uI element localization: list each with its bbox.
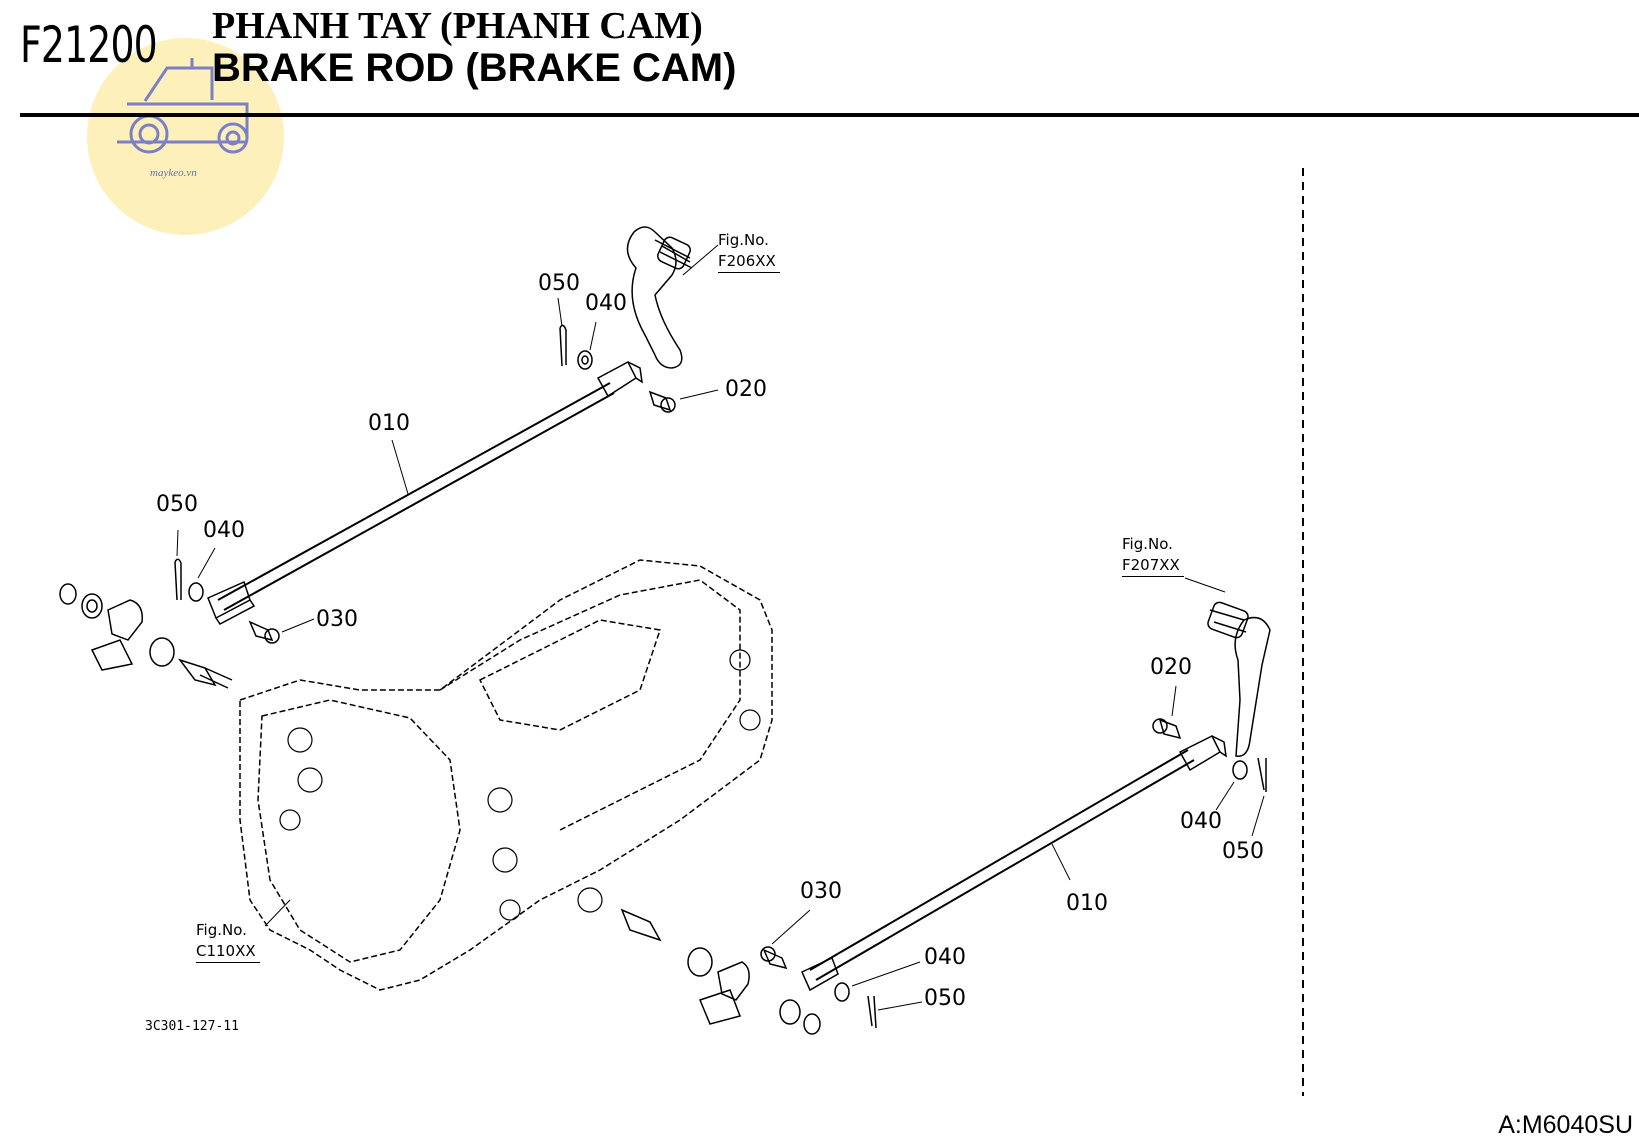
header-rule [20,113,1639,117]
model-code: A:M6040SU [1498,1111,1633,1139]
callout-top-020: 020 [725,377,767,402]
clevis-top [596,360,637,398]
figure-code: F21200 [20,16,158,74]
callout-bottom-050: 050 [924,986,966,1011]
washer-top-040 [577,350,593,370]
cotter-pin-left-050 [174,558,182,601]
pin-top-020 [648,390,672,412]
callout-top-010: 010 [368,411,410,436]
washer-left-040 [188,582,204,602]
callout-left-030: 030 [316,607,358,632]
brake-rod-right [809,749,1195,981]
pin-bottom-030 [762,948,788,970]
callout-right-010: 010 [1066,891,1108,916]
figure-ref-c110: Fig.No. C110XX [196,920,260,963]
brake-lever-top [626,226,683,369]
transmission-case [239,559,773,991]
title-english: BRAKE ROD (BRAKE CAM) [212,46,737,90]
pin-right-020 [1158,718,1182,740]
title-vietnamese: PHANH TAY (PHANH CAM) [212,5,703,47]
figure-ref-f207: Fig.No. F207XX [1122,534,1184,577]
callout-top-040: 040 [585,291,627,316]
cotter-pin-top-050 [559,324,567,367]
cotter-pin-bottom-050 [867,995,877,1029]
callout-top-050: 050 [538,271,580,296]
washer-bottom-040 [834,982,850,1002]
callout-left-050: 050 [156,492,198,517]
figure-ref-f206: Fig.No. F206XX [718,230,780,273]
washer-right-040 [1232,760,1248,780]
tractor-icon [117,58,249,154]
watermark-logo [87,38,284,235]
clevis-bottom [801,956,839,992]
callout-right-050: 050 [1222,839,1264,864]
callout-bottom-030: 030 [800,879,842,904]
watermark-text: maykeo.vn [150,167,197,179]
callout-right-040: 040 [1180,809,1222,834]
brake-lever-right [1234,616,1271,757]
brake-rod-top [217,382,615,611]
drawing-number: 3C301-127-11 [145,1019,239,1034]
pin-left-030 [248,620,274,642]
callout-left-040: 040 [203,518,245,543]
callout-right-020: 020 [1150,655,1192,680]
cotter-pin-right-050 [1257,757,1267,792]
callout-bottom-040: 040 [924,945,966,970]
